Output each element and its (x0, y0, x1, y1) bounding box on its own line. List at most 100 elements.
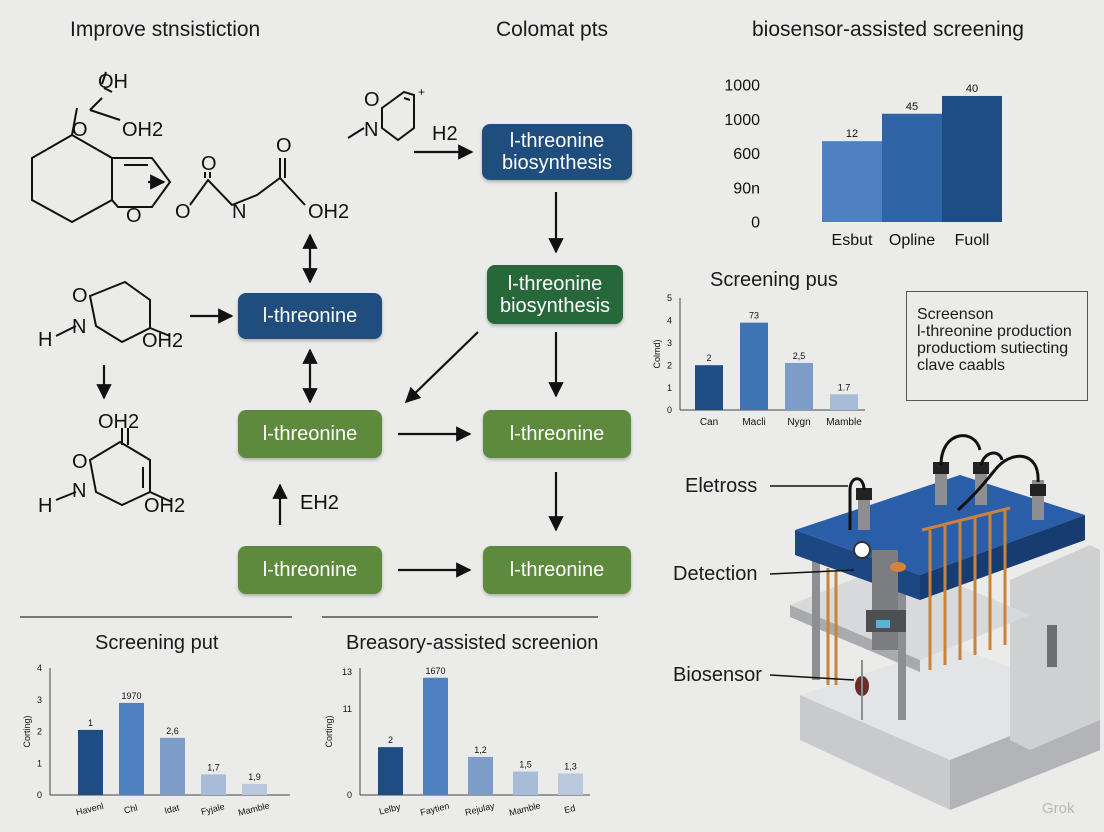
bar (822, 141, 882, 222)
y-axis-label: Colmd) (652, 339, 662, 368)
y-tick-label: 3 (667, 338, 672, 348)
y-tick-label: 1000 (724, 112, 760, 129)
data-label: 2 (706, 353, 711, 363)
m3-n: N (364, 119, 378, 141)
data-label: 2,6 (166, 726, 179, 736)
m3-o: O (364, 89, 380, 111)
bar (201, 774, 226, 795)
title-improve: Improve stnsistiction (70, 18, 261, 41)
m5-oh2-top: OH2 (98, 411, 139, 433)
chart-bottom-middle: 01113Corting)2Lelby1670Faytien1,2Rejulay… (324, 666, 590, 818)
title-breasory: Breasory-assisted screenion (346, 632, 599, 654)
data-label: 1 (88, 718, 93, 728)
watermark: Grok (1042, 800, 1075, 817)
bar (468, 756, 493, 795)
cables (848, 434, 1040, 530)
bar (78, 729, 103, 795)
data-label: 1670 (425, 666, 445, 676)
m5-oh2: OH2 (144, 495, 185, 517)
x-tick-label: Havenl (75, 801, 105, 817)
y-tick-label: 2 (37, 727, 42, 737)
m1-o: O (72, 119, 88, 141)
y-tick-label: 1 (667, 383, 672, 393)
data-label: 40 (966, 83, 978, 95)
node-threonine-blue: l-threonine (238, 293, 382, 339)
x-tick-label: Faytien (419, 801, 450, 818)
bar (942, 95, 1002, 222)
label-detection: Detection (673, 563, 758, 585)
bar (695, 365, 723, 410)
y-tick-label: 1000 (724, 78, 760, 95)
note-line: clave caabls (917, 357, 1006, 374)
m5-n: N (72, 480, 86, 502)
bar (513, 771, 538, 795)
molecule-4 (55, 280, 171, 344)
reaction-scheme: OH O OH2 O O O O N OH2 O N + H2 O N H OH… (20, 71, 598, 618)
node-threonine-mid-right: l-threonine (483, 410, 631, 458)
m2-o3: O (276, 135, 292, 157)
biosensor-device (770, 434, 1100, 810)
note-line: l-threonine production (917, 323, 1072, 340)
m3-plus: + (418, 85, 425, 99)
y-axis-label: Corting) (22, 715, 32, 747)
m4-n: N (72, 316, 86, 338)
node-text-1: l-threonine (509, 130, 605, 152)
m1-oh: OH (98, 71, 128, 93)
bar (423, 677, 448, 795)
x-tick-label: Can (700, 417, 718, 428)
m5-h: H (38, 495, 52, 517)
bar (119, 702, 144, 795)
data-label: 1,2 (474, 745, 487, 755)
x-tick-label: Ed (563, 803, 576, 815)
data-label: 73 (749, 311, 759, 321)
title-screening-put: Screening put (95, 632, 219, 654)
data-label: 1.7 (838, 382, 851, 392)
x-tick-label: Lelby (378, 802, 402, 817)
node-threonine-bottom-right: l-threonine (483, 546, 631, 594)
y-tick-label: 90n (733, 180, 760, 197)
data-label: 45 (906, 101, 918, 113)
m2-n: N (232, 201, 246, 223)
node-text-2: biosynthesis (501, 152, 613, 174)
m4-oh2: OH2 (142, 330, 183, 352)
m2-oh2: OH2 (308, 201, 349, 223)
eh2-label: EH2 (300, 492, 339, 514)
data-label: 2 (388, 735, 393, 745)
leader-detection (770, 569, 855, 575)
y-tick-label: 0 (37, 790, 42, 800)
y-tick-label: 4 (37, 663, 42, 673)
bar (558, 773, 583, 795)
x-tick-label: Nygn (787, 417, 810, 428)
y-tick-label: 2 (667, 360, 672, 370)
chart-bottom-left: 01234Corting)1Havenl1970Chl2,6Idat1,7Fyj… (22, 663, 290, 818)
molecule-2 (189, 158, 306, 207)
m2-o1: O (175, 201, 191, 223)
bar (378, 747, 403, 795)
m5-o: O (72, 451, 88, 473)
molecule-3 (347, 90, 415, 142)
m4-o: O (72, 285, 88, 307)
molecule-1 (31, 71, 172, 224)
note-box: Screenson l-threonine production product… (906, 291, 1088, 401)
m1-ring-o: O (126, 205, 142, 227)
y-tick-label: 1 (37, 758, 42, 768)
x-tick-label: Rejulay (464, 800, 496, 817)
m2-o2: O (201, 153, 217, 175)
x-tick-label: Idat (163, 802, 180, 815)
x-tick-label: Mamble (826, 417, 862, 428)
x-tick-label: Esbut (832, 232, 873, 249)
x-tick-label: Opline (889, 232, 935, 249)
data-label: 1,3 (564, 762, 577, 772)
y-tick-label: 0 (347, 790, 352, 800)
bar (785, 362, 813, 410)
title-colomat: Colomat pts (496, 18, 609, 41)
arrow-diagonal (404, 331, 479, 404)
node-text-1: l-threonine (507, 272, 603, 295)
y-tick-label: 0 (751, 215, 760, 232)
bar (740, 322, 768, 410)
note-line: productiom sutiecting (917, 340, 1069, 357)
molecule-5 (55, 428, 173, 507)
